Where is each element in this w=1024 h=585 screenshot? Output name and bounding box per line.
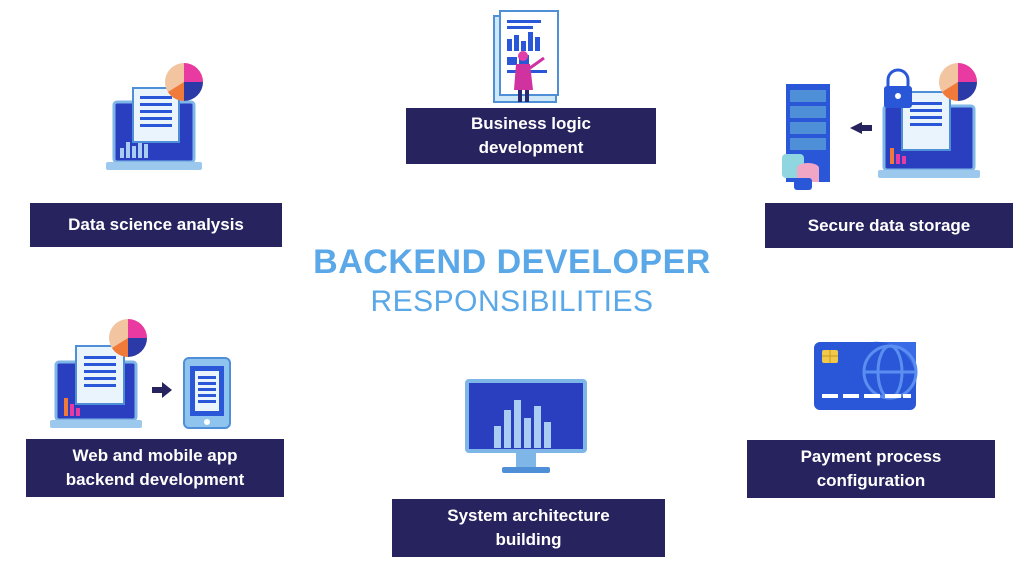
document-with-presenter-icon xyxy=(493,10,559,103)
server-to-laptop-lock-icon xyxy=(782,63,980,190)
label-system-architecture: System architecture building xyxy=(392,499,665,557)
monitor-bar-chart-icon xyxy=(465,379,587,473)
diagram-title: BACKEND DEVELOPER xyxy=(313,243,711,281)
label-web-mobile-backend: Web and mobile app backend development xyxy=(26,439,284,497)
label-business-logic: Business logic development xyxy=(406,108,656,164)
credit-card-icon xyxy=(814,341,918,410)
label-payment-configuration: Payment process configuration xyxy=(747,440,995,498)
laptop-to-mobile-icon xyxy=(50,319,231,429)
label-secure-storage: Secure data storage xyxy=(765,203,1013,248)
laptop-analytics-icon xyxy=(106,63,203,170)
diagram-subtitle: RESPONSIBILITIES xyxy=(370,285,654,318)
label-data-science: Data science analysis xyxy=(30,203,282,247)
